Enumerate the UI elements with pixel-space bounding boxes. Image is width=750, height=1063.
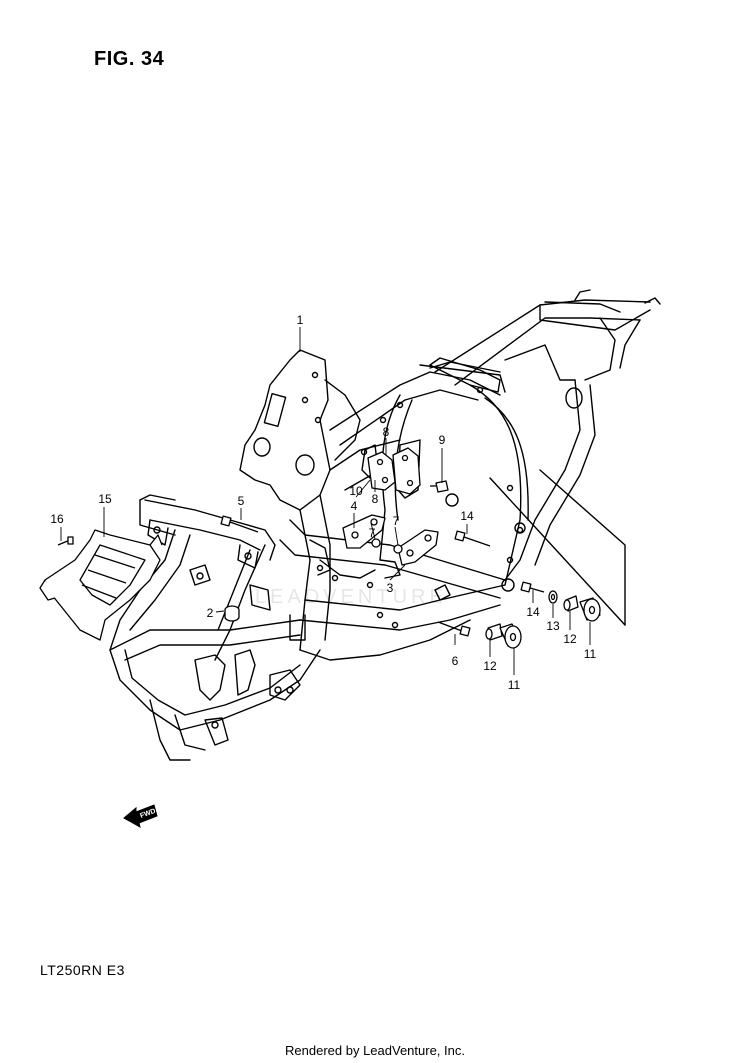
callout-10: 10	[349, 484, 363, 498]
plug-part-2	[224, 605, 240, 622]
footer-credit: Rendered by LeadVenture, Inc.	[285, 1043, 465, 1058]
callout-5: 5	[238, 494, 245, 508]
plate-part-8-left	[367, 451, 396, 491]
nut-part-7-left	[371, 538, 381, 548]
figure-title: FIG. 34	[94, 48, 165, 70]
bushing-part-11-left	[499, 623, 522, 649]
washer-part-13	[548, 590, 558, 604]
bolt-part-6	[437, 621, 471, 637]
bracket-part-4	[342, 514, 386, 549]
callout-12-left: 12	[483, 659, 497, 673]
bracket-part-3	[397, 529, 439, 566]
bushing-part-11-right	[579, 597, 601, 622]
callout-8-upper: 8	[383, 425, 390, 439]
callout-14-lower: 14	[526, 605, 540, 619]
collar-part-12-left	[485, 623, 503, 641]
collar-part-12-right	[563, 595, 579, 612]
bolt-part-14-lower	[520, 581, 545, 593]
leader-lines	[60, 327, 591, 675]
nut-part-9	[430, 480, 449, 493]
skid-plate-part-15	[39, 529, 163, 641]
callout-11-left: 11	[508, 678, 521, 692]
callout-6: 6	[452, 654, 459, 668]
callout-8-lower: 8	[372, 492, 379, 506]
callout-7-right: 7	[393, 514, 400, 528]
bolt-part-5	[220, 515, 259, 533]
plate-part-8-right	[392, 447, 421, 495]
callout-15: 15	[98, 492, 112, 506]
callout-2: 2	[207, 606, 214, 620]
callout-16: 16	[50, 512, 64, 526]
callout-14-upper: 14	[460, 509, 474, 523]
fwd-arrow-icon: FWD	[123, 804, 158, 829]
callout-11-right: 11	[584, 647, 597, 661]
bolt-part-16	[57, 536, 74, 546]
callout-3: 3	[387, 581, 394, 595]
callout-1: 1	[297, 313, 304, 327]
callout-9: 9	[439, 433, 446, 447]
callout-7-left: 7	[369, 526, 376, 540]
model-code: LT250RN E3	[40, 962, 125, 978]
bolt-part-14-upper	[454, 530, 491, 547]
watermark-text: LEADVENTURE	[255, 586, 447, 608]
main-frame	[109, 289, 661, 761]
callout-4: 4	[351, 499, 358, 513]
callout-13: 13	[546, 619, 560, 633]
nut-part-7-right	[393, 544, 403, 554]
callout-12-right: 12	[563, 632, 577, 646]
